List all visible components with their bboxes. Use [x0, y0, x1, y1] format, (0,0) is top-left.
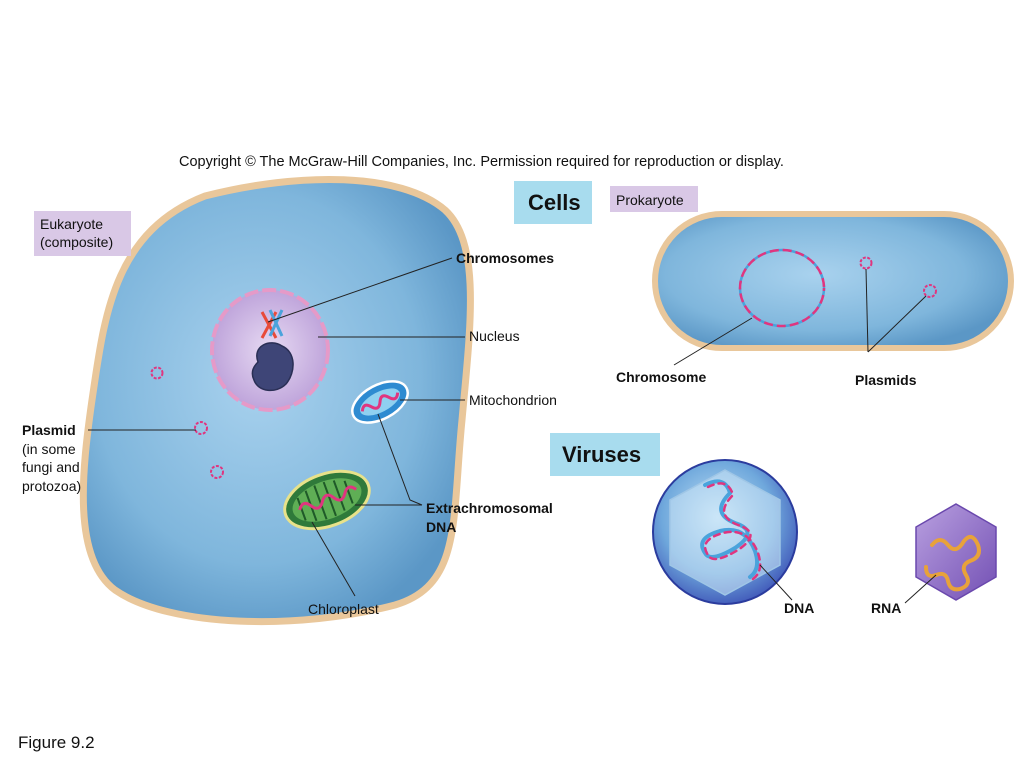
eukaryote-tag-line2: (composite): [40, 234, 113, 250]
prokaryote-chromosome: [738, 248, 826, 328]
label-plasmid-line3: fungi and: [22, 459, 80, 475]
heading-viruses: Viruses: [562, 442, 641, 467]
rna-virus: RNA: [871, 503, 997, 616]
prokaryote-plasmid: [923, 284, 937, 298]
eukaryote-tag-line1: Eukaryote: [40, 216, 103, 232]
eukaryote-plasmid: [210, 465, 224, 479]
label-extrachromosomal-dna: DNA: [426, 519, 456, 535]
label-plasmid: Plasmid: [22, 422, 76, 438]
rna-leader-line: [904, 574, 937, 604]
eukaryote-cell: Eukaryote (composite) Chromosomes Nucleu…: [22, 176, 557, 626]
label-extrachromosomal: Extrachromosomal: [426, 500, 553, 516]
dna-virus: DNA: [652, 459, 814, 616]
label-plasmid-line2: (in some: [22, 441, 76, 457]
label-plasmids: Plasmids: [855, 372, 917, 388]
label-rna: RNA: [871, 600, 901, 616]
heading-cells: Cells: [528, 190, 581, 215]
label-chloroplast: Chloroplast: [308, 601, 379, 617]
rna-virus-capsid: [915, 503, 997, 601]
viruses-heading-box: [550, 433, 660, 476]
prokaryote-tag: [610, 186, 698, 212]
figure-caption: Figure 9.2: [18, 733, 95, 752]
label-chromosome: Chromosome: [616, 369, 706, 385]
prokaryote-plasmid: [859, 256, 873, 270]
dna-leader-line: [759, 564, 793, 601]
eukaryote-plasmid: [150, 366, 164, 380]
chloroplast: [283, 469, 371, 531]
prokaryote-tag-label: Prokaryote: [616, 192, 684, 208]
label-plasmid-line4: protozoa): [22, 478, 81, 494]
label-nucleus: Nucleus: [469, 328, 520, 344]
copyright-notice: Copyright © The McGraw-Hill Companies, I…: [179, 154, 784, 170]
dna-virus-genome-strand: [703, 482, 762, 581]
mitochondrion: [351, 380, 409, 424]
eukaryote-leader-lines: [88, 257, 465, 597]
chromosome-pair: [260, 309, 284, 339]
nucleolus: [251, 342, 294, 392]
label-mitochondrion: Mitochondrion: [469, 392, 557, 408]
nucleus: [210, 288, 330, 412]
eukaryote-plasmid: [194, 421, 208, 435]
label-dna: DNA: [784, 600, 814, 616]
prokaryote-membrane: [652, 211, 1014, 351]
dna-virus-genome: [700, 479, 760, 579]
rna-virus-genome: [924, 534, 981, 592]
prokaryote-cell: Prokaryote Chromosome Plasmids: [610, 186, 1014, 388]
label-chromosomes: Chromosomes: [456, 250, 554, 266]
eukaryote-tag: [34, 211, 131, 256]
prokaryote-leader-lines: [673, 268, 927, 366]
cells-heading-box: [514, 181, 592, 224]
